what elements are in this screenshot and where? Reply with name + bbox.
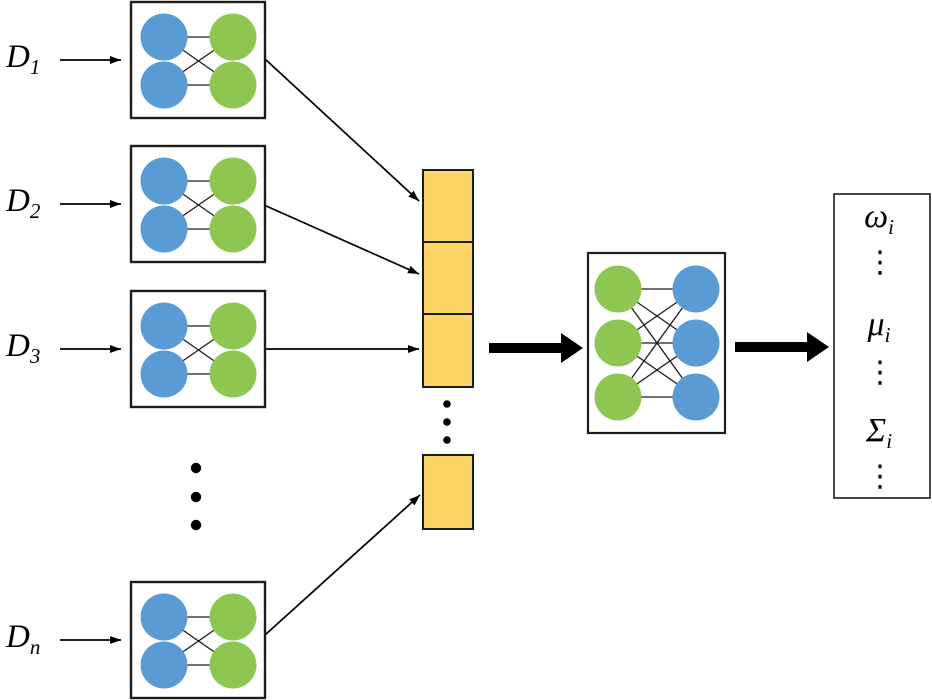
ellipsis-dot <box>190 462 202 474</box>
neuron-blue <box>140 13 188 61</box>
neuron-blue <box>140 61 188 109</box>
ellipsis-dot <box>190 519 202 531</box>
neuron-green <box>594 319 642 367</box>
output-ellipsis-omega: ⋮ <box>865 245 895 280</box>
output-box-frame <box>833 193 931 499</box>
thick-arrow-combiner-to-output <box>735 332 829 362</box>
neuron-green <box>209 302 257 350</box>
neuron-green <box>209 205 257 253</box>
vertical-ellipsis-dots-middle <box>443 400 451 444</box>
neuron-blue <box>672 265 720 313</box>
combiner-network <box>586 251 727 435</box>
subnetwork-n-to-feature-arrow <box>264 494 421 636</box>
neuron-blue <box>672 373 720 421</box>
neuron-green <box>209 593 257 641</box>
output-symbol-omega: ωi <box>864 198 894 239</box>
neuron-blue <box>140 302 188 350</box>
neuron-blue <box>140 641 188 689</box>
neuron-green <box>209 61 257 109</box>
ellipsis-dot <box>443 418 451 426</box>
neuron-green <box>594 265 642 313</box>
output-symbol-mu: μi <box>867 306 891 347</box>
feature-cell-3 <box>422 313 474 388</box>
neuron-blue <box>140 593 188 641</box>
output-ellipsis-mu: ⋮ <box>865 355 895 390</box>
neuron-green <box>209 641 257 689</box>
dataset-label-1: D1 <box>5 39 40 79</box>
output-symbol-sigma: Σi <box>865 412 892 453</box>
neuron-green <box>594 373 642 421</box>
dataset-label-n: Dn <box>5 619 40 659</box>
subnetwork-1 <box>129 0 267 120</box>
neuron-green <box>209 13 257 61</box>
ellipsis-dot <box>190 491 202 503</box>
output-ellipsis-sigma: ⋮ <box>865 459 895 494</box>
neuron-green <box>209 350 257 398</box>
neuron-green <box>209 157 257 205</box>
subnetwork-2-to-feature-arrow <box>263 204 420 275</box>
neuron-blue <box>140 350 188 398</box>
ellipsis-dot <box>443 400 451 408</box>
subnetwork-2 <box>129 144 267 264</box>
dataset-label-3: D3 <box>5 328 40 368</box>
subnetwork-n <box>129 580 267 700</box>
dataset-label-2: D2 <box>5 183 41 223</box>
ellipsis-dot <box>443 436 451 444</box>
output-box: ωi ⋮ μi ⋮ Σi ⋮ <box>833 193 931 499</box>
neuron-blue <box>140 157 188 205</box>
feature-cell-2 <box>422 241 474 315</box>
subnetwork-3 <box>129 289 267 409</box>
feature-cell-n <box>422 454 474 530</box>
vertical-ellipsis-dots-left <box>190 462 202 531</box>
neuron-blue <box>672 319 720 367</box>
feature-stack <box>422 169 474 388</box>
subnetwork-1-to-feature-arrow <box>264 58 420 202</box>
neuron-blue <box>140 205 188 253</box>
feature-cell-1 <box>422 169 474 243</box>
thick-arrow-features-to-combiner <box>489 333 583 363</box>
